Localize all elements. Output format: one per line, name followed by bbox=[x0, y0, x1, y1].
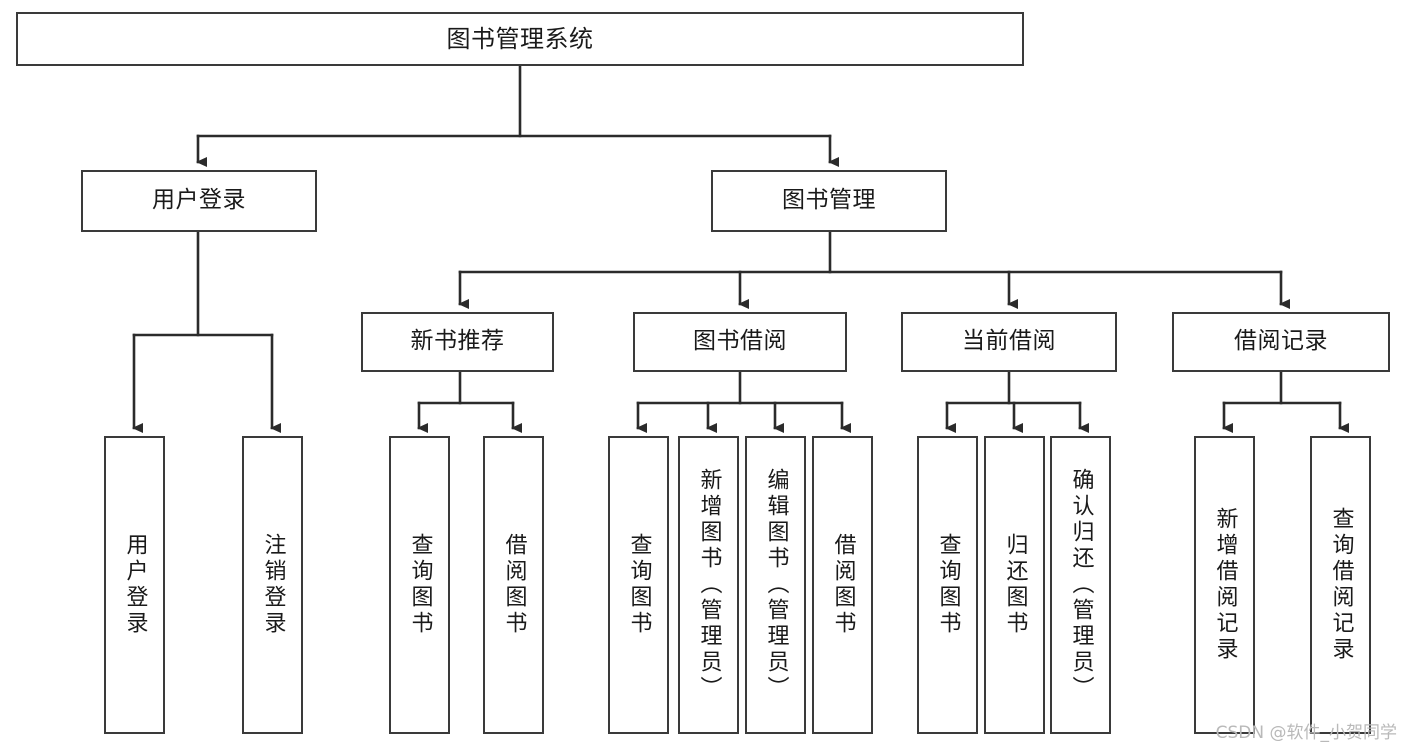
leaf-add-book[interactable]: 新增图书（管理员） bbox=[678, 436, 739, 734]
node-current-borrow[interactable]: 当前借阅 bbox=[901, 312, 1117, 372]
leaf-borrow-book-2[interactable]: 借阅图书 bbox=[812, 436, 873, 734]
node-book-management[interactable]: 图书管理 bbox=[711, 170, 947, 232]
leaf-borrow-book-1-label: 借阅图书 bbox=[501, 533, 527, 637]
leaf-query-book-2[interactable]: 查询图书 bbox=[608, 436, 669, 734]
leaf-logout[interactable]: 注销登录 bbox=[242, 436, 303, 734]
node-new-book-recommend-label: 新书推荐 bbox=[410, 328, 505, 355]
node-book-borrow-label: 图书借阅 bbox=[693, 328, 787, 355]
leaf-confirm-return[interactable]: 确认归还（管理员） bbox=[1050, 436, 1111, 734]
node-user-login-label: 用户登录 bbox=[152, 187, 246, 214]
leaf-query-book-3-label: 查询图书 bbox=[935, 533, 961, 637]
leaf-user-login-label: 用户登录 bbox=[122, 533, 148, 637]
node-new-book-recommend[interactable]: 新书推荐 bbox=[361, 312, 554, 372]
leaf-query-record-label: 查询借阅记录 bbox=[1328, 507, 1354, 663]
leaf-add-record[interactable]: 新增借阅记录 bbox=[1194, 436, 1255, 734]
leaf-query-book-1[interactable]: 查询图书 bbox=[389, 436, 450, 734]
node-current-borrow-label: 当前借阅 bbox=[962, 328, 1056, 355]
leaf-borrow-book-1[interactable]: 借阅图书 bbox=[483, 436, 544, 734]
node-book-borrow[interactable]: 图书借阅 bbox=[633, 312, 847, 372]
csdn-watermark: CSDN @软件_小贺同学 bbox=[1215, 723, 1397, 743]
leaf-add-book-label: 新增图书（管理员） bbox=[696, 468, 722, 702]
leaf-query-record[interactable]: 查询借阅记录 bbox=[1310, 436, 1371, 734]
leaf-return-book[interactable]: 归还图书 bbox=[984, 436, 1045, 734]
leaf-query-book-2-label: 查询图书 bbox=[626, 533, 652, 637]
leaf-query-book-3[interactable]: 查询图书 bbox=[917, 436, 978, 734]
node-root-system-label: 图书管理系统 bbox=[446, 24, 594, 53]
leaf-add-record-label: 新增借阅记录 bbox=[1212, 507, 1238, 663]
node-root-system[interactable]: 图书管理系统 bbox=[16, 12, 1024, 66]
node-borrow-record[interactable]: 借阅记录 bbox=[1172, 312, 1390, 372]
leaf-borrow-book-2-label: 借阅图书 bbox=[830, 533, 856, 637]
leaf-user-login[interactable]: 用户登录 bbox=[104, 436, 165, 734]
node-user-login[interactable]: 用户登录 bbox=[81, 170, 317, 232]
leaf-confirm-return-label: 确认归还（管理员） bbox=[1068, 468, 1094, 702]
leaf-return-book-label: 归还图书 bbox=[1002, 533, 1028, 637]
leaf-edit-book[interactable]: 编辑图书（管理员） bbox=[745, 436, 806, 734]
leaf-query-book-1-label: 查询图书 bbox=[407, 533, 433, 637]
node-book-management-label: 图书管理 bbox=[782, 187, 876, 214]
node-borrow-record-label: 借阅记录 bbox=[1234, 328, 1328, 355]
leaf-edit-book-label: 编辑图书（管理员） bbox=[763, 468, 789, 702]
leaf-logout-label: 注销登录 bbox=[260, 533, 286, 637]
